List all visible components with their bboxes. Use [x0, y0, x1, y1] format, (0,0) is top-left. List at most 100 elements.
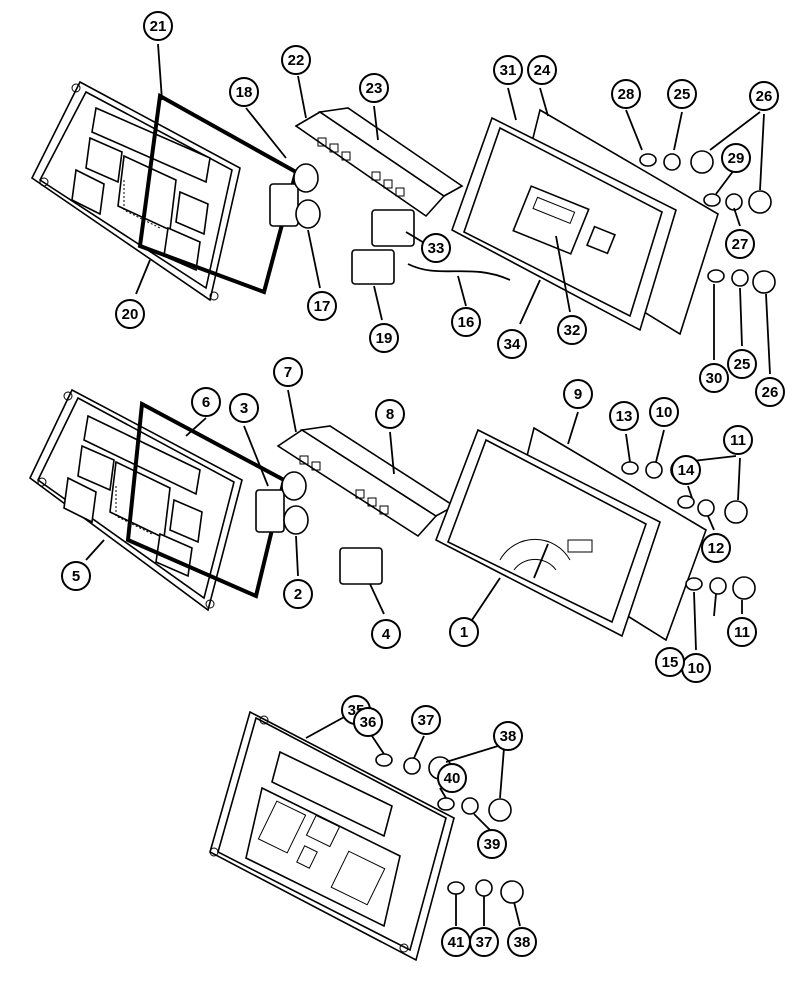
callout-circle — [655, 647, 685, 677]
callout-c31: 31 — [493, 55, 523, 85]
callout-c13: 13 — [609, 401, 639, 431]
callout-label: 15 — [662, 654, 679, 671]
callout-c25a: 25 — [667, 79, 697, 109]
callout-c38b: 38 — [507, 927, 537, 957]
callout-label: 34 — [504, 336, 521, 353]
callout-circle — [725, 229, 755, 259]
callout-circle — [667, 79, 697, 109]
callout-circle — [451, 307, 481, 337]
bulb-holder — [752, 270, 776, 294]
callout-label: 5 — [72, 568, 80, 585]
lamp-holder — [269, 163, 321, 229]
bulb — [703, 193, 721, 207]
callout-c40: 40 — [437, 763, 467, 793]
warning-light-panel — [294, 107, 464, 218]
callout-c27: 27 — [725, 229, 755, 259]
bulb-holder — [500, 880, 524, 904]
callout-circle — [477, 829, 507, 859]
callout-label: 8 — [386, 406, 394, 423]
callout-c38a: 38 — [493, 721, 523, 751]
bulb — [375, 753, 393, 767]
callout-label: 41 — [448, 934, 465, 951]
bulb-holder — [488, 798, 512, 822]
bulb — [685, 577, 703, 591]
callout-circle — [229, 77, 259, 107]
callout-label: 6 — [202, 394, 210, 411]
callout-circle — [281, 45, 311, 75]
callout-c22: 22 — [281, 45, 311, 75]
instrument-housing — [434, 426, 707, 642]
callout-c9: 9 — [563, 379, 593, 409]
callout-circle — [229, 393, 259, 423]
callout-label: 7 — [284, 364, 292, 381]
bulb-holder — [690, 150, 714, 174]
callout-circle — [749, 81, 779, 111]
callout-circle — [369, 323, 399, 353]
instrument-housing — [451, 108, 719, 336]
callout-c16: 16 — [451, 307, 481, 337]
callout-c19: 19 — [369, 323, 399, 353]
callout-circle — [449, 617, 479, 647]
callout-label: 10 — [656, 404, 673, 421]
callout-label: 26 — [756, 88, 773, 105]
callout-label: 31 — [500, 62, 517, 79]
callout-circle — [359, 73, 389, 103]
callout-circle — [283, 579, 313, 609]
callout-c30: 30 — [699, 363, 729, 393]
callout-circle — [563, 379, 593, 409]
bulb — [621, 461, 639, 475]
callout-c17: 17 — [307, 291, 337, 321]
callout-c15: 15 — [655, 647, 685, 677]
callout-circle — [421, 233, 451, 263]
callout-label: 18 — [236, 84, 253, 101]
callout-circle — [723, 425, 753, 455]
callout-c32: 32 — [557, 315, 587, 345]
callout-c21: 21 — [143, 11, 173, 41]
front-bezel — [28, 388, 243, 612]
callout-label: 25 — [674, 86, 691, 103]
callout-circle — [557, 315, 587, 345]
callout-label: 11 — [734, 624, 750, 641]
callout-c41: 41 — [441, 927, 471, 957]
bulb-socket — [709, 577, 727, 595]
bulb — [707, 269, 725, 283]
callout-circle — [609, 401, 639, 431]
callout-label: 16 — [458, 314, 475, 331]
callout-label: 22 — [288, 52, 305, 69]
callout-label: 2 — [294, 586, 302, 603]
top-assembly — [30, 43, 776, 375]
callout-c5: 5 — [61, 561, 91, 591]
callout-c18: 18 — [229, 77, 259, 107]
connector-module — [351, 249, 395, 285]
callout-circle — [353, 707, 383, 737]
callout-label: 38 — [514, 934, 531, 951]
callout-c28: 28 — [611, 79, 641, 109]
gasket — [137, 92, 299, 295]
callout-circle — [649, 397, 679, 427]
callout-c2: 2 — [283, 579, 313, 609]
callout-c6: 6 — [191, 387, 221, 417]
display-module — [371, 209, 415, 247]
callout-c10a: 10 — [649, 397, 679, 427]
callout-circle — [727, 617, 757, 647]
bulb-socket — [731, 269, 749, 287]
callout-label: 29 — [728, 150, 745, 167]
callout-circle — [497, 329, 527, 359]
callout-label: 11 — [730, 432, 746, 449]
callout-circle — [671, 455, 701, 485]
callout-label: 12 — [708, 540, 725, 557]
bulb-socket — [475, 879, 493, 897]
callout-circle — [493, 721, 523, 751]
callout-c37a: 37 — [411, 705, 441, 735]
callout-label: 32 — [564, 322, 581, 339]
callout-c11b: 11 — [727, 617, 757, 647]
bulb-holder — [748, 190, 772, 214]
callout-circle — [411, 705, 441, 735]
callout-label: 10 — [688, 660, 705, 677]
callout-label: 19 — [376, 330, 393, 347]
callout-circle — [699, 363, 729, 393]
callout-c12: 12 — [701, 533, 731, 563]
bulb-socket — [461, 797, 479, 815]
callout-label: 40 — [444, 770, 461, 787]
